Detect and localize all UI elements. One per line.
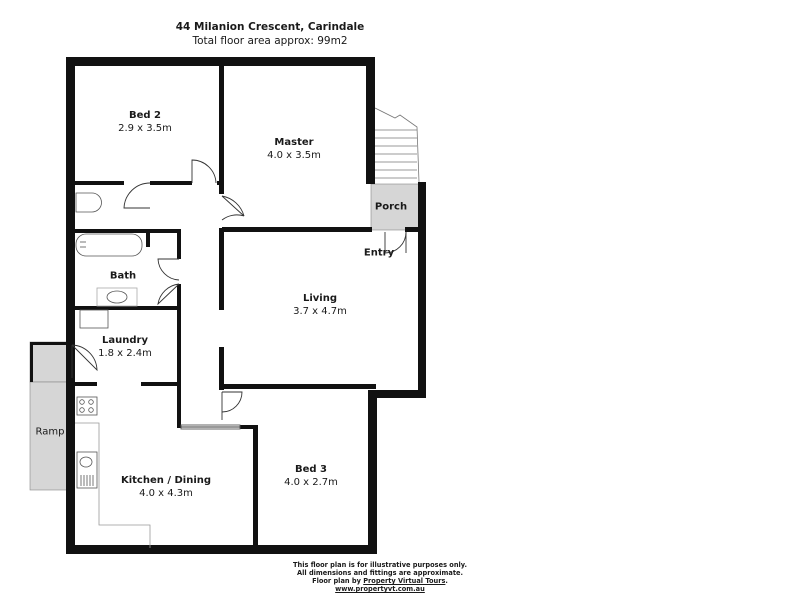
room-bed3: Bed 3 4.0 x 2.7m xyxy=(284,463,338,489)
room-dims: 4.0 x 4.3m xyxy=(139,488,193,499)
room-name: Living xyxy=(302,293,338,304)
credit-prefix: Floor plan by xyxy=(312,577,364,585)
room-dims: 4.0 x 3.5m xyxy=(267,150,321,161)
exterior-walls xyxy=(66,57,426,554)
room-name: Porch xyxy=(374,201,408,213)
room-dims: 3.7 x 4.7m xyxy=(293,306,347,317)
room-dims: 1.8 x 2.4m xyxy=(98,348,152,359)
room-name: Bed 2 xyxy=(128,110,162,121)
toilet-icon xyxy=(75,192,102,213)
ramp-landing xyxy=(29,341,71,383)
room-kitchen-dining: Kitchen / Dining 4.0 x 4.3m xyxy=(121,474,211,500)
room-name: Bed 3 xyxy=(294,464,328,475)
basin-icon xyxy=(106,290,128,304)
room-living: Living 3.7 x 4.7m xyxy=(293,292,347,318)
room-name: Entry xyxy=(363,247,395,259)
porch-area xyxy=(370,183,420,231)
disclaimer-line-1: This floor plan is for illustrative purp… xyxy=(293,561,467,569)
stairs-icon xyxy=(374,107,420,183)
room-entry: Entry xyxy=(364,247,394,260)
room-name: Laundry xyxy=(102,335,148,346)
room-ramp: Ramp xyxy=(36,426,65,439)
room-bed2: Bed 2 2.9 x 3.5m xyxy=(118,109,172,135)
room-porch: Porch xyxy=(375,201,407,214)
fixtures xyxy=(75,192,151,548)
credit-suffix: . xyxy=(445,577,448,585)
cooktop-icon xyxy=(76,396,98,416)
doors xyxy=(71,159,407,430)
interior-walls xyxy=(30,62,421,549)
kitchen-sink-icon xyxy=(76,451,98,489)
laundry-tub-icon xyxy=(79,309,109,329)
bathtub-icon xyxy=(75,233,143,257)
room-name: Kitchen / Dining xyxy=(120,475,212,486)
total-floor-area: Total floor area approx: 99m2 xyxy=(192,35,348,47)
room-master: Master 4.0 x 3.5m xyxy=(267,136,321,162)
room-dims: 2.9 x 3.5m xyxy=(118,123,172,134)
room-bath: Bath xyxy=(110,270,136,283)
room-name: Ramp xyxy=(35,426,65,438)
website-link[interactable]: www.propertyvt.com.au xyxy=(335,585,425,593)
room-dims: 4.0 x 2.7m xyxy=(284,477,338,488)
disclaimer: This floor plan is for illustrative purp… xyxy=(290,561,470,593)
room-laundry: Laundry 1.8 x 2.4m xyxy=(98,334,152,360)
property-address: 44 Milanion Crescent, Carindale xyxy=(175,21,365,33)
credit-link[interactable]: Property Virtual Tours xyxy=(363,577,446,585)
room-name: Bath xyxy=(109,270,137,282)
disclaimer-line-2: All dimensions and fittings are approxim… xyxy=(297,569,463,577)
room-name: Master xyxy=(274,137,314,148)
credit-line: Floor plan by Property Virtual Tours. xyxy=(290,577,470,585)
